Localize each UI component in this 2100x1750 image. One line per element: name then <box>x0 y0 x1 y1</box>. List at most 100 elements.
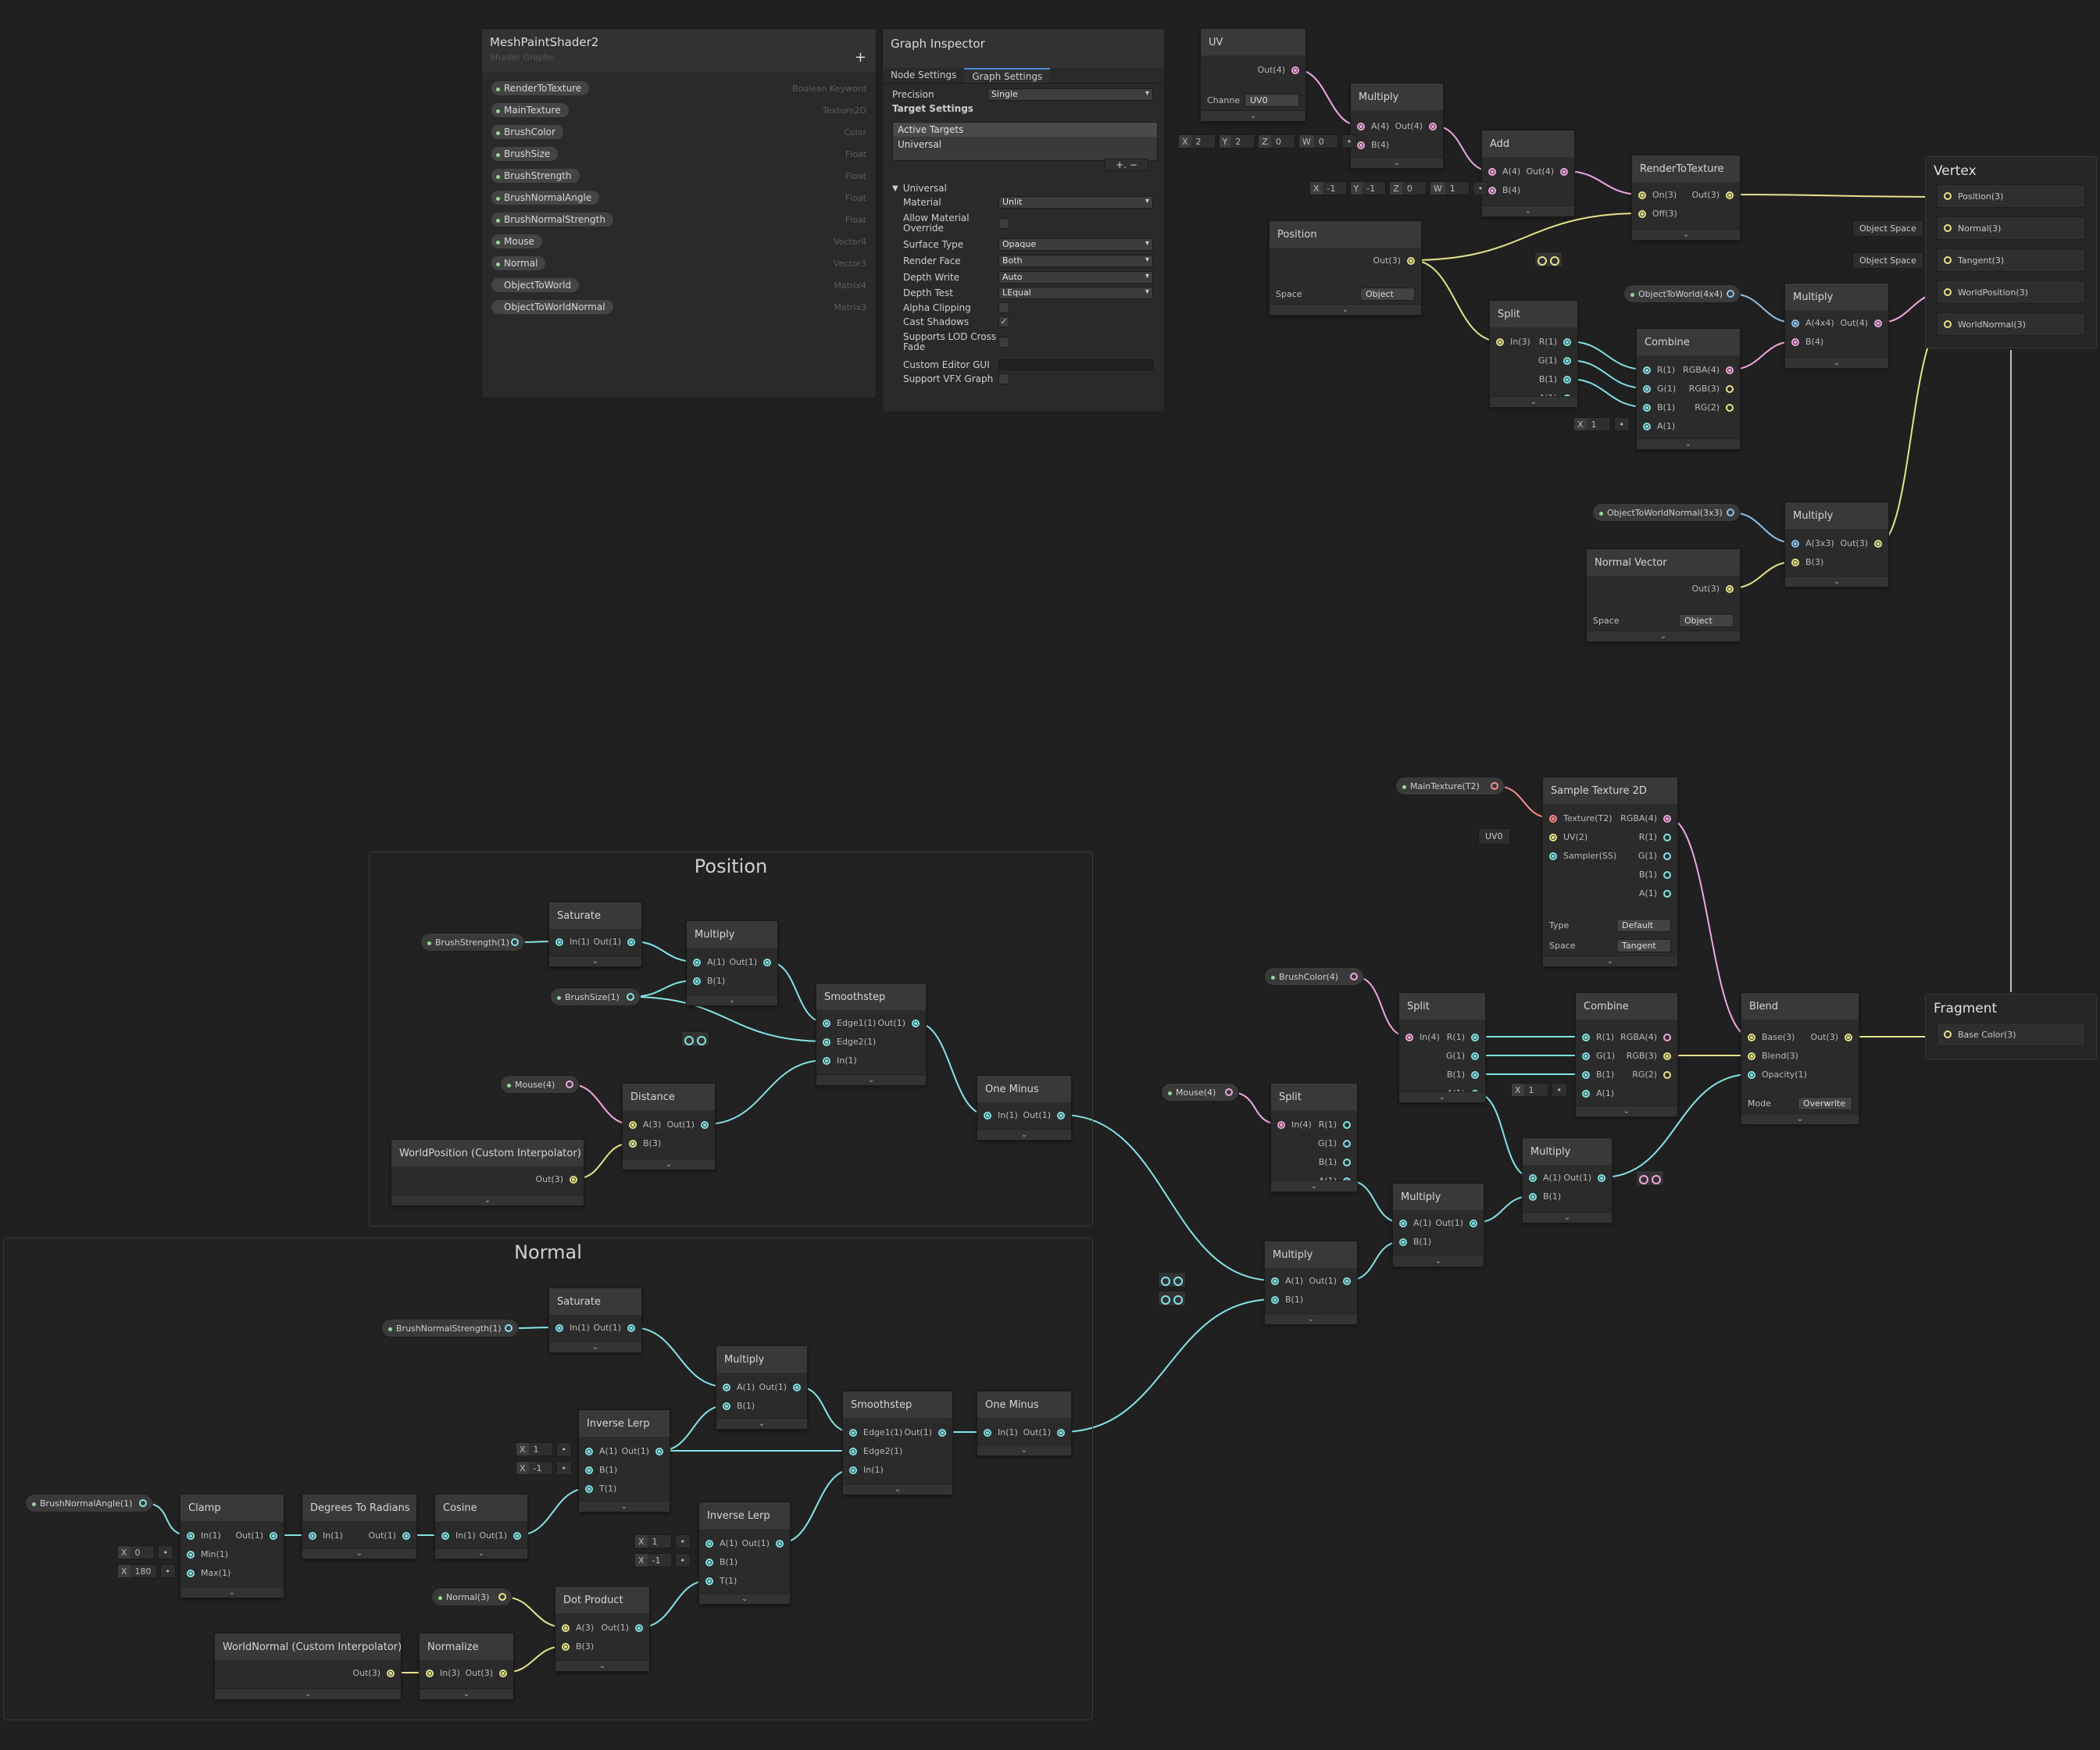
property-pill[interactable]: BrushSize <box>491 147 559 161</box>
output-port[interactable]: Out(1) <box>601 1623 643 1634</box>
output-port[interactable]: B(1) <box>1639 870 1671 880</box>
output-port[interactable]: Out(4) <box>1395 121 1437 132</box>
input-port[interactable]: Off(3) <box>1638 209 1677 220</box>
input-port[interactable]: B(3) <box>629 1138 661 1149</box>
add-property-button[interactable]: + <box>854 49 866 66</box>
output-port[interactable]: Out(1) <box>1023 1110 1065 1121</box>
input-port[interactable]: A(1) <box>723 1382 755 1393</box>
depth-test-dropdown[interactable]: LEqual <box>998 287 1153 299</box>
add-remove-target-buttons[interactable]: +. − <box>1105 159 1148 171</box>
input-port[interactable]: A(4x4) <box>1791 318 1834 329</box>
input-port[interactable]: B(1) <box>1529 1191 1561 1202</box>
input-port[interactable]: A(1) <box>1582 1088 1614 1099</box>
input-port[interactable]: In(1) <box>984 1427 1018 1438</box>
collapse-chevron-icon[interactable]: ⌄ <box>1785 357 1888 368</box>
target-universal[interactable]: Universal <box>898 139 942 150</box>
precision-dropdown[interactable]: Single <box>988 88 1153 101</box>
input-port[interactable]: B(3) <box>1791 557 1823 568</box>
collapse-chevron-icon[interactable]: ⌄ <box>716 1418 807 1429</box>
property-pill[interactable]: RenderToTexture <box>491 81 590 95</box>
cast-shadows-checkbox[interactable]: ✓ <box>998 316 1009 327</box>
input-port[interactable]: In(4) <box>1277 1120 1312 1130</box>
input-port[interactable]: B(1) <box>1643 402 1675 413</box>
property-node[interactable]: Mouse(4) <box>500 1075 580 1094</box>
collapse-chevron-icon[interactable]: ⌄ <box>1587 630 1740 641</box>
input-port[interactable]: B(1) <box>585 1465 617 1476</box>
tangent-space-chip[interactable]: Object Space <box>1852 252 1923 269</box>
collapse-chevron-icon[interactable]: ⌄ <box>623 1159 715 1170</box>
output-port[interactable]: G(1) <box>1446 1051 1479 1062</box>
reroute-node[interactable] <box>1158 1291 1186 1306</box>
output-port[interactable]: Out(1) <box>593 937 635 948</box>
input-port[interactable]: Max(1) <box>187 1568 230 1579</box>
collapse-chevron-icon[interactable]: ⌄ <box>180 1587 284 1598</box>
output-port[interactable]: Out(1) <box>904 1427 946 1438</box>
surface-type-dropdown[interactable]: Opaque <box>998 238 1153 251</box>
output-port[interactable]: Out(4) <box>1257 65 1299 76</box>
input-port[interactable]: A(3) <box>562 1623 594 1634</box>
vertex-position-slot[interactable]: Position(3) <box>1937 184 2085 208</box>
reroute-node[interactable] <box>1534 252 1562 267</box>
collapse-chevron-icon[interactable]: ⌄ <box>1741 1113 1859 1124</box>
collapse-arrow-icon[interactable]: ▼ <box>892 184 898 193</box>
collapse-chevron-icon[interactable]: ⌄ <box>1393 1255 1484 1266</box>
active-targets-list[interactable]: Active Targets Universal <box>892 122 1158 161</box>
input-port[interactable]: In(4) <box>1405 1032 1440 1043</box>
vertex-worldnormal-slot[interactable]: WorldNormal(3) <box>1937 312 2085 336</box>
input-port[interactable]: Edge2(1) <box>849 1446 902 1457</box>
output-port[interactable]: Out(1) <box>479 1530 521 1541</box>
output-port[interactable]: Out(1) <box>1023 1427 1065 1438</box>
reroute-node[interactable] <box>681 1031 709 1047</box>
property-pill[interactable]: BrushNormalAngle <box>491 191 600 205</box>
property-pill[interactable]: ObjectToWorldNormal <box>491 300 613 314</box>
property-node[interactable]: BrushNormalAngle(1) <box>25 1494 153 1512</box>
input-port[interactable]: B(1) <box>705 1557 738 1568</box>
fragment-context[interactable]: Fragment Base Color(3) <box>1925 994 2097 1059</box>
node-wnorm[interactable]: WorldNormal (Custom Interpolator)Out(3)⌄ <box>214 1633 402 1700</box>
fragment-basecolor-slot[interactable]: Base Color(3) <box>1937 1023 2085 1046</box>
property-node[interactable]: BrushStrength(1) <box>420 933 525 952</box>
input-port[interactable]: A(1) <box>1529 1173 1561 1184</box>
collapse-chevron-icon[interactable]: ⌄ <box>1399 1091 1485 1102</box>
output-port[interactable]: RGBA(4) <box>1620 813 1671 824</box>
collapse-chevron-icon[interactable]: ⌄ <box>391 1195 584 1205</box>
input-port[interactable]: B(1) <box>723 1401 755 1412</box>
output-port[interactable]: Out(1) <box>593 1323 635 1334</box>
input-port[interactable]: B(3) <box>562 1641 594 1652</box>
collapse-chevron-icon[interactable]: ⌄ <box>977 1129 1071 1140</box>
collapse-chevron-icon[interactable]: ⌄ <box>1270 304 1421 315</box>
input-port[interactable]: In(1) <box>555 1323 590 1334</box>
input-port[interactable]: UV(2) <box>1549 832 1588 843</box>
property-node[interactable]: ObjectToWorldNormal(3x3) <box>1592 503 1741 522</box>
output-port[interactable]: B(1) <box>1447 1070 1479 1080</box>
input-port[interactable]: R(1) <box>1643 365 1675 376</box>
property-pill[interactable]: Mouse <box>491 234 542 248</box>
input-port[interactable]: In(3) <box>1496 337 1530 348</box>
output-port[interactable]: Out(1) <box>729 957 771 968</box>
property-node[interactable]: Normal(3) <box>431 1588 512 1606</box>
output-port[interactable]: R(1) <box>1447 1032 1479 1043</box>
